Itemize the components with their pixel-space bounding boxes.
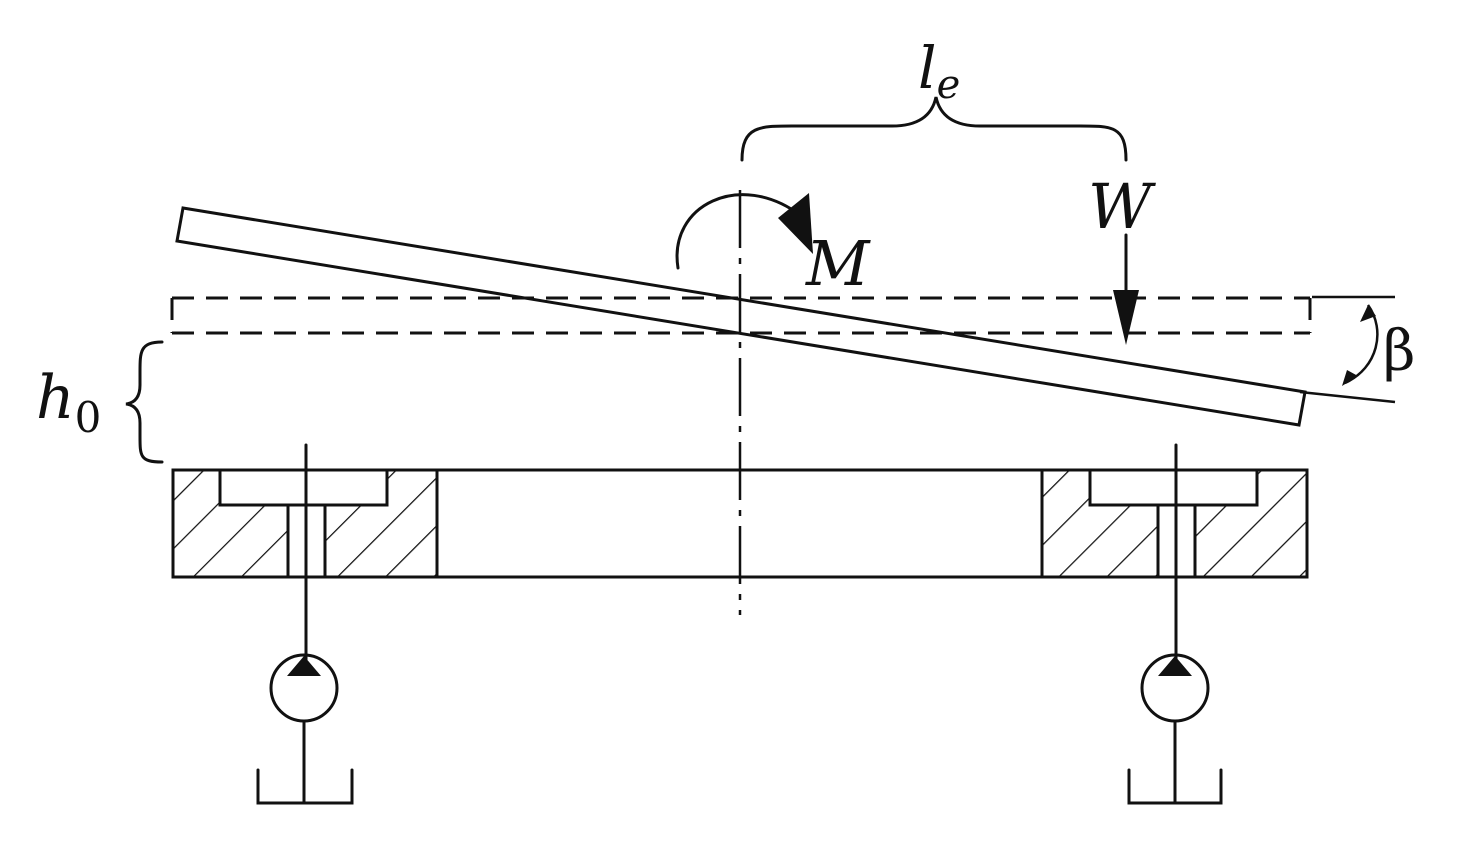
h0-brace	[125, 340, 164, 464]
m-label: M	[805, 227, 871, 300]
moment-arrow	[675, 193, 813, 270]
right-supply-circuit	[1127, 443, 1223, 805]
beta-angle	[1299, 295, 1396, 404]
left-supply-circuit	[256, 443, 354, 805]
le-brace	[740, 96, 1128, 162]
bearing-pad-base	[171, 468, 1309, 579]
beta-label: β	[1383, 319, 1415, 384]
load-arrow	[1113, 233, 1139, 345]
h0-label: h0	[36, 363, 101, 442]
tilted-plate	[175, 206, 1307, 427]
nominal-plate-outline	[170, 296, 1312, 335]
le-label: le	[918, 34, 960, 108]
w-label: W	[1088, 170, 1156, 243]
